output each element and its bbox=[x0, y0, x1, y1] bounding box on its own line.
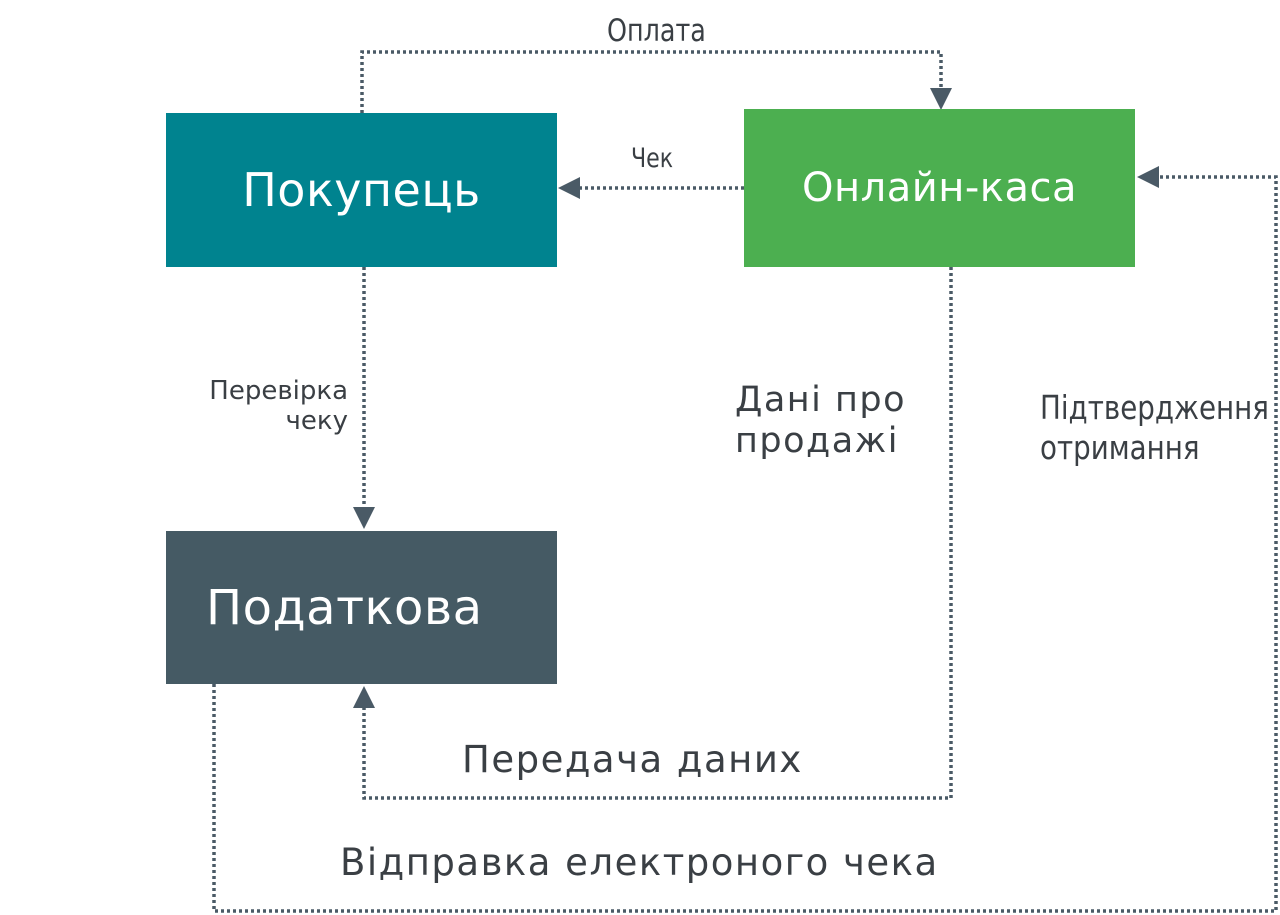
confirmation-line-1: Підтвердження bbox=[1040, 388, 1269, 427]
confirmation-label: Підтвердження отримання bbox=[1040, 388, 1269, 467]
check-label: Чек bbox=[631, 143, 674, 174]
verify-check-label: Перевірка чеку bbox=[174, 376, 348, 437]
online-register-node[interactable]: Онлайн-каса bbox=[744, 109, 1135, 267]
buyer-label: Покупець bbox=[242, 163, 481, 217]
tax-office-label: Податкова bbox=[206, 579, 483, 636]
sales-data-label: Дані про продажі bbox=[735, 380, 906, 462]
data-transfer-label: Передача даних bbox=[462, 738, 803, 781]
confirmation-line-2: отримання bbox=[1040, 427, 1200, 467]
verify-check-line-2: чеку bbox=[285, 405, 348, 436]
connector-e-receipt bbox=[212, 175, 1278, 913]
sales-data-line-1: Дані про bbox=[735, 380, 907, 420]
payment-label: Оплата bbox=[607, 13, 706, 49]
arrowhead-check bbox=[558, 177, 580, 199]
connector-payment bbox=[360, 50, 943, 113]
tax-office-node[interactable]: Податкова bbox=[166, 531, 557, 684]
arrowhead-verify bbox=[353, 507, 375, 529]
arrowhead-data-transfer bbox=[353, 686, 375, 708]
sales-data-line-2: продажі bbox=[735, 420, 899, 461]
arrowheads bbox=[353, 88, 1159, 708]
verify-check-line-1: Перевірка bbox=[209, 376, 348, 406]
online-register-label: Онлайн-каса bbox=[802, 165, 1077, 211]
buyer-node[interactable]: Покупець bbox=[166, 113, 557, 267]
arrowhead-payment bbox=[930, 88, 952, 110]
connectors bbox=[212, 50, 1278, 913]
e-receipt-label: Відправка електроного чека bbox=[340, 841, 939, 884]
connector-sales-data bbox=[362, 267, 953, 800]
arrowhead-confirmation bbox=[1137, 166, 1159, 188]
